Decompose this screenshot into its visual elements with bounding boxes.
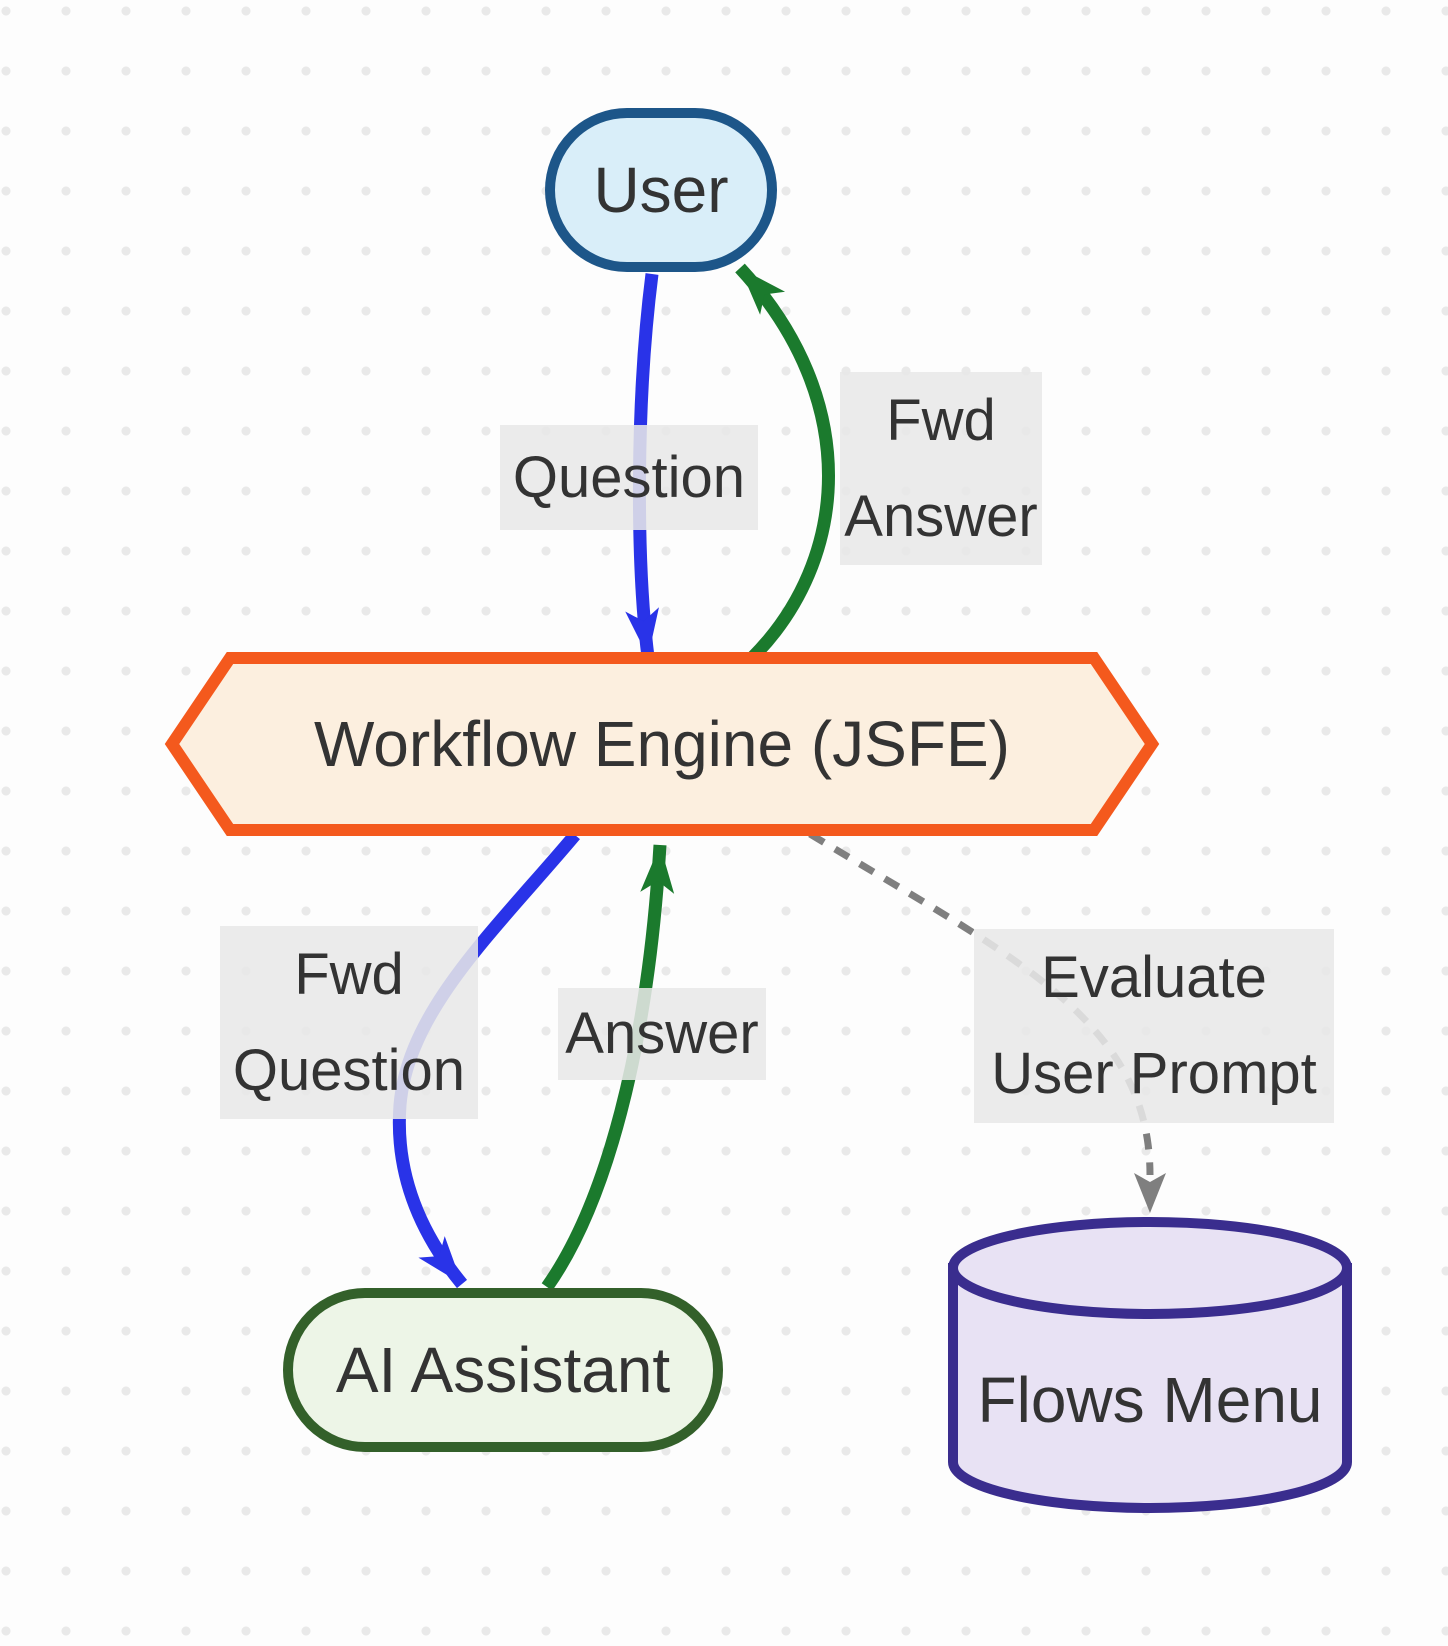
edge-label-evaluate-user-prompt: Evaluate User Prompt — [974, 929, 1334, 1123]
node-ai-assistant: AI Assistant — [283, 1288, 723, 1452]
edge-label-evaluate-line2: User Prompt — [991, 1041, 1317, 1106]
edge-label-fwd-question-line1: Fwd — [294, 941, 404, 1007]
edge-label-fwd-answer-line1: Fwd — [886, 387, 996, 453]
node-ai-assistant-label: AI Assistant — [335, 1334, 671, 1406]
edge-label-answer: Answer — [558, 988, 766, 1080]
cylinder-body — [948, 1263, 1352, 1513]
cylinder-top-ellipse — [948, 1217, 1352, 1319]
edge-label-fwd-answer-line2: Answer — [844, 483, 1038, 549]
edge-label-question: Question — [500, 425, 758, 530]
edge-label-answer-text: Answer — [565, 1001, 759, 1066]
edge-label-fwd-question: Fwd Question — [220, 926, 478, 1119]
edge-fwd-answer-arrow — [735, 263, 835, 663]
flows-menu-cylinder-shape — [948, 1217, 1352, 1513]
node-flows-menu: Flows Menu — [953, 1310, 1347, 1490]
node-workflow-engine: Workflow Engine (JSFE) — [172, 658, 1152, 830]
node-user-label: User — [593, 154, 729, 226]
edge-label-evaluate-line1: Evaluate — [1041, 945, 1267, 1010]
node-workflow-engine-label: Workflow Engine (JSFE) — [314, 708, 1010, 780]
edge-label-question-text: Question — [512, 444, 746, 510]
node-user: User — [545, 108, 777, 272]
edge-answer-arrow — [541, 844, 675, 1291]
edge-label-fwd-question-line2: Question — [232, 1037, 466, 1103]
node-flows-menu-label: Flows Menu — [977, 1364, 1323, 1436]
edge-label-fwd-answer: Fwd Answer — [840, 372, 1042, 565]
workflow-engine-hexagon-shape — [164, 652, 1160, 836]
